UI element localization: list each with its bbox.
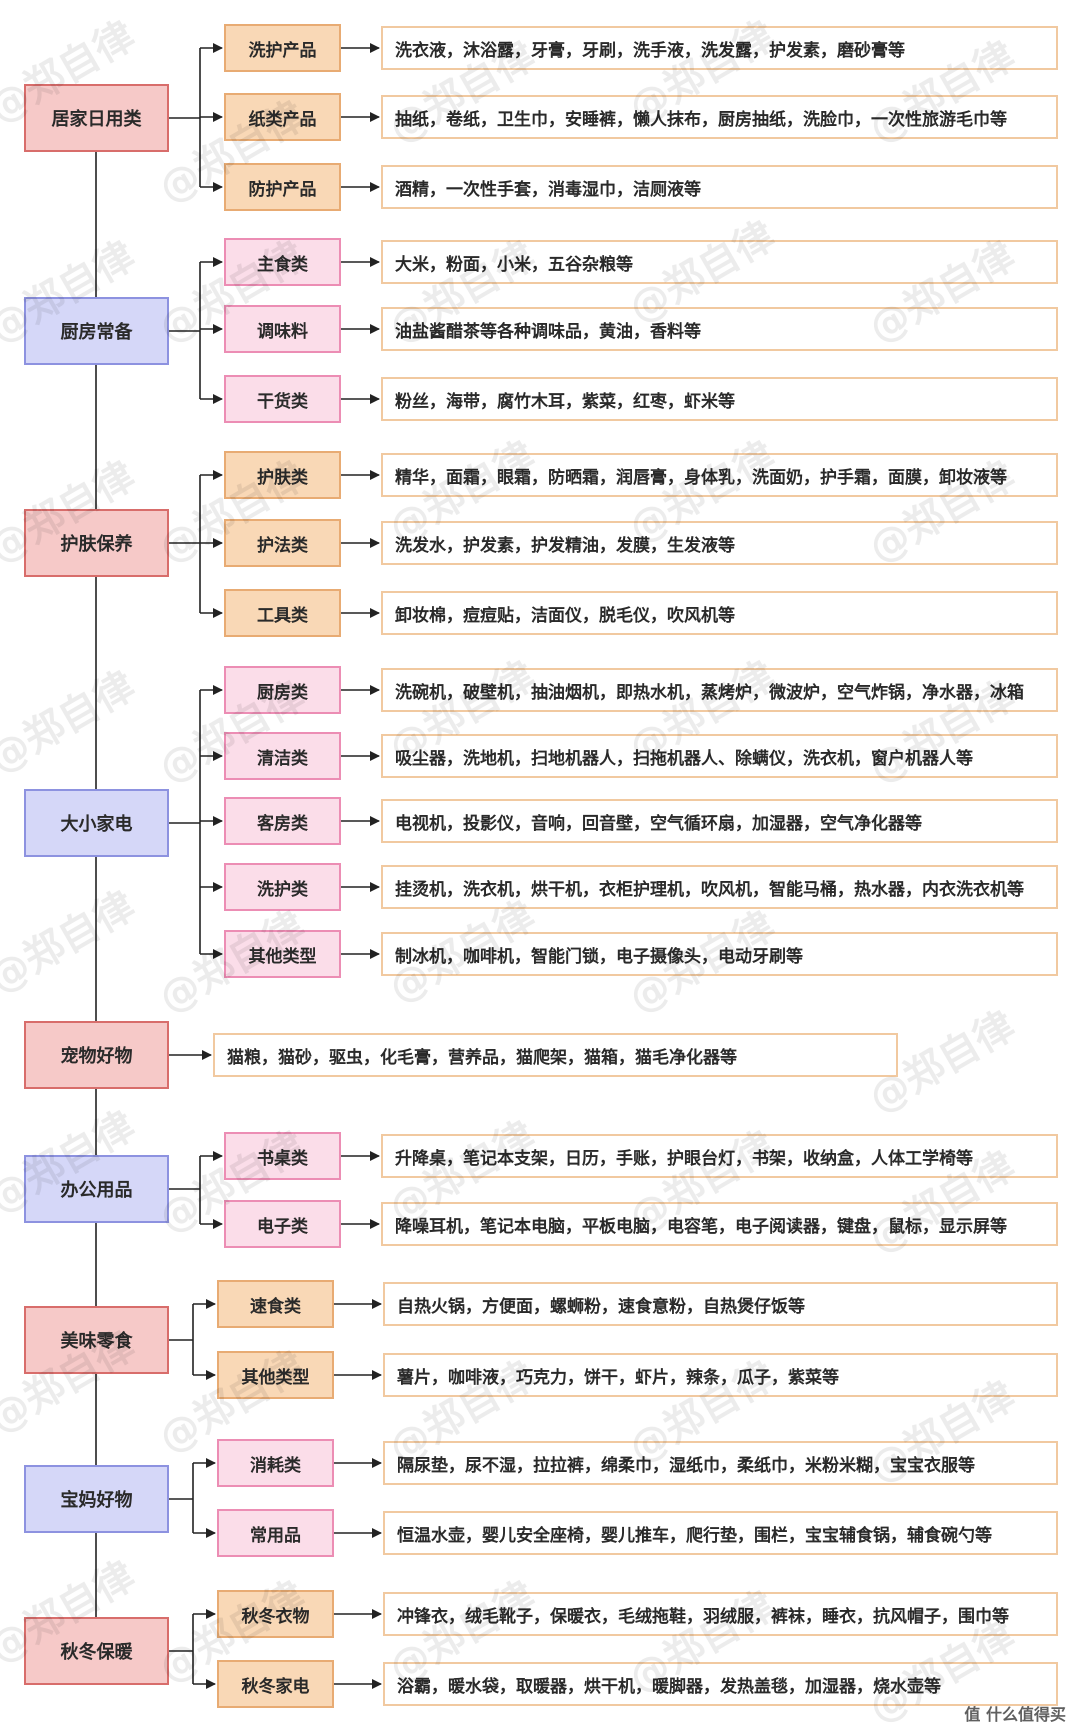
category-node: 厨房常备 bbox=[24, 297, 169, 365]
subcategory-node: 其他类型 bbox=[224, 930, 341, 978]
subcategory-node: 纸类产品 bbox=[224, 93, 341, 141]
subcategory-node: 其他类型 bbox=[217, 1351, 334, 1399]
item-list: 隔尿垫，尿不湿，拉拉裤，绵柔巾，湿纸巾，柔纸巾，米粉米糊，宝宝衣服等 bbox=[383, 1441, 1058, 1485]
subcategory-node: 防护产品 bbox=[224, 163, 341, 211]
item-list: 冲锋衣，绒毛靴子，保暖衣，毛绒拖鞋，羽绒服，裤袜，睡衣，抗风帽子，围巾等 bbox=[383, 1592, 1058, 1636]
subcategory-node: 常用品 bbox=[217, 1509, 334, 1557]
subcategory-node: 书桌类 bbox=[224, 1132, 341, 1180]
item-list: 洗发水，护发素，护发精油，发膜，生发液等 bbox=[381, 521, 1058, 565]
item-list: 浴霸，暖水袋，取暖器，烘干机，暖脚器，发热盖毯，加湿器，烧水壶等 bbox=[383, 1662, 1058, 1706]
category-node: 宝妈好物 bbox=[24, 1465, 169, 1533]
item-list: 挂烫机，洗衣机，烘干机，衣柜护理机，吹风机，智能马桶，热水器，内衣洗衣机等 bbox=[381, 865, 1058, 909]
item-list: 自热火锅，方便面，螺蛳粉，速食意粉，自热煲仔饭等 bbox=[383, 1282, 1058, 1326]
category-node: 宠物好物 bbox=[24, 1021, 169, 1089]
category-node: 护肤保养 bbox=[24, 509, 169, 577]
item-list: 抽纸，卷纸，卫生巾，安睡裤，懒人抹布，厨房抽纸，洗脸巾，一次性旅游毛巾等 bbox=[381, 95, 1058, 139]
item-list: 洗碗机，破壁机，抽油烟机，即热水机，蒸烤炉，微波炉，空气炸锅，净水器，冰箱 bbox=[381, 668, 1058, 712]
category-node: 秋冬保暖 bbox=[24, 1617, 169, 1685]
item-list: 吸尘器，洗地机，扫地机器人，扫拖机器人、除螨仪，洗衣机，窗户机器人等 bbox=[381, 734, 1058, 778]
item-list: 洗衣液，沐浴露，牙膏，牙刷，洗手液，洗发露，护发素，磨砂膏等 bbox=[381, 26, 1058, 70]
item-list: 薯片，咖啡液，巧克力，饼干，虾片，辣条，瓜子，紫菜等 bbox=[383, 1353, 1058, 1397]
item-list: 制冰机，咖啡机，智能门锁，电子摄像头，电动牙刷等 bbox=[381, 932, 1058, 976]
item-list: 升降桌，笔记本支架，日历，手账，护眼台灯，书架，收纳盒，人体工学椅等 bbox=[381, 1134, 1058, 1178]
category-node: 大小家电 bbox=[24, 789, 169, 857]
subcategory-node: 工具类 bbox=[224, 589, 341, 637]
item-list: 大米，粉面，小米，五谷杂粮等 bbox=[381, 240, 1058, 284]
subcategory-node: 秋冬家电 bbox=[217, 1660, 334, 1708]
subcategory-node: 洗护产品 bbox=[224, 24, 341, 72]
item-list: 猫粮，猫砂，驱虫，化毛膏，营养品，猫爬架，猫箱，猫毛净化器等 bbox=[213, 1033, 898, 1077]
subcategory-node: 干货类 bbox=[224, 375, 341, 423]
subcategory-node: 护法类 bbox=[224, 519, 341, 567]
subcategory-node: 洗护类 bbox=[224, 863, 341, 911]
subcategory-node: 主食类 bbox=[224, 238, 341, 286]
item-list: 酒精，一次性手套，消毒湿巾，洁厕液等 bbox=[381, 165, 1058, 209]
category-node: 居家日用类 bbox=[24, 84, 169, 152]
subcategory-node: 消耗类 bbox=[217, 1439, 334, 1487]
subcategory-node: 厨房类 bbox=[224, 666, 341, 714]
subcategory-node: 客房类 bbox=[224, 797, 341, 845]
item-list: 油盐酱醋茶等各种调味品，黄油，香料等 bbox=[381, 307, 1058, 351]
item-list: 粉丝，海带，腐竹木耳，紫菜，红枣，虾米等 bbox=[381, 377, 1058, 421]
item-list: 精华，面霜，眼霜，防晒霜，润唇膏，身体乳，洗面奶，护手霜，面膜，卸妆液等 bbox=[381, 453, 1058, 497]
subcategory-node: 秋冬衣物 bbox=[217, 1590, 334, 1638]
subcategory-node: 调味料 bbox=[224, 305, 341, 353]
corner-watermark: 值 什么值得买 bbox=[964, 1705, 1066, 1724]
item-list: 恒温水壶，婴儿安全座椅，婴儿推车，爬行垫，围栏，宝宝辅食锅，辅食碗勺等 bbox=[383, 1511, 1058, 1555]
category-node: 办公用品 bbox=[24, 1155, 169, 1223]
item-list: 卸妆棉，痘痘贴，洁面仪，脱毛仪，吹风机等 bbox=[381, 591, 1058, 635]
subcategory-node: 速食类 bbox=[217, 1280, 334, 1328]
category-node: 美味零食 bbox=[24, 1306, 169, 1374]
subcategory-node: 护肤类 bbox=[224, 451, 341, 499]
item-list: 电视机，投影仪，音响，回音壁，空气循环扇，加湿器，空气净化器等 bbox=[381, 799, 1058, 843]
subcategory-node: 电子类 bbox=[224, 1200, 341, 1248]
item-list: 降噪耳机，笔记本电脑，平板电脑，电容笔，电子阅读器，键盘，鼠标，显示屏等 bbox=[381, 1202, 1058, 1246]
subcategory-node: 清洁类 bbox=[224, 732, 341, 780]
